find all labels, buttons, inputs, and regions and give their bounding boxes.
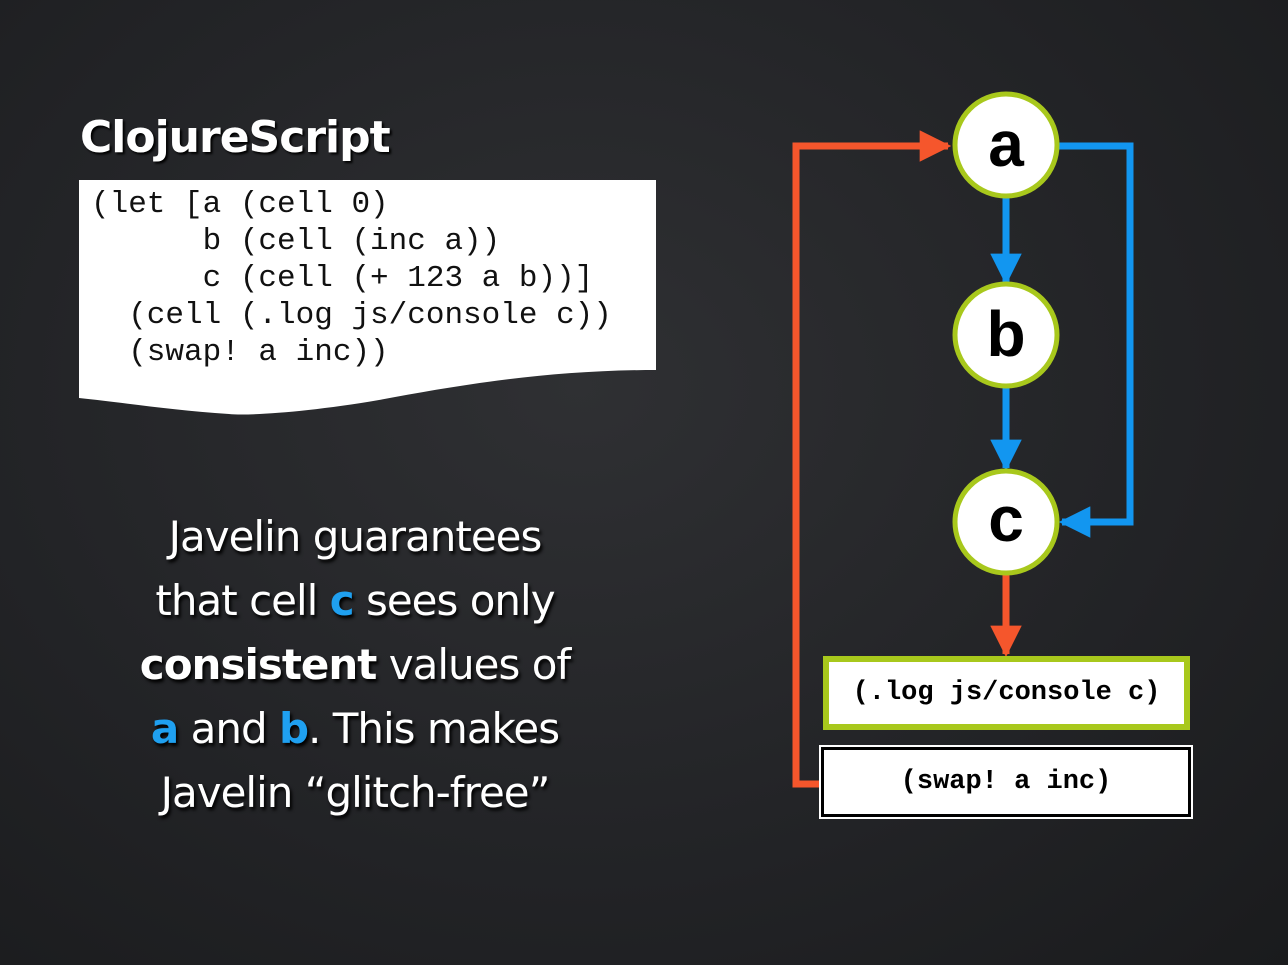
code-line: c (cell (+ 123 a b))] [91, 261, 594, 296]
edge-swap-to-a [792, 130, 952, 788]
log-formula-box: (.log js/console c) [823, 656, 1190, 730]
explanation-line: consistent values of [139, 640, 571, 689]
highlight-a: a [150, 704, 179, 753]
code-snippet-card: (let [a (cell 0) b (cell (inc a)) c (cel… [79, 180, 657, 418]
code-line: (let [a (cell 0) [91, 187, 389, 222]
explanation-line: Javelin guarantees [168, 512, 543, 561]
node-b: b [952, 281, 1060, 389]
emphasis-consistent: consistent [139, 640, 378, 689]
highlight-c: c [329, 576, 355, 625]
svg-text:c: c [988, 483, 1024, 555]
highlight-b: b [278, 704, 309, 753]
edge-a-to-c [1058, 142, 1134, 538]
code-line: b (cell (inc a)) [91, 224, 501, 259]
slide-title: ClojureScript [80, 112, 391, 163]
svg-text:b: b [986, 298, 1025, 370]
explanation-line: a and b. This makes [150, 704, 560, 753]
swap-formula-box: (swap! a inc) [819, 745, 1193, 819]
node-c: c [952, 468, 1060, 576]
code-line: (cell (.log js/console c)) [91, 298, 612, 333]
code-block: (let [a (cell 0) b (cell (inc a)) c (cel… [91, 186, 612, 371]
node-a: a [952, 91, 1060, 199]
explanation-line: Javelin “glitch-free” [160, 768, 551, 817]
explanation-text: Javelin guarantees that cell c sees only… [95, 505, 615, 825]
code-line: (swap! a inc)) [91, 335, 389, 370]
svg-text:a: a [988, 108, 1024, 180]
explanation-line: that cell c sees only [155, 576, 555, 625]
paper-background [79, 180, 656, 415]
